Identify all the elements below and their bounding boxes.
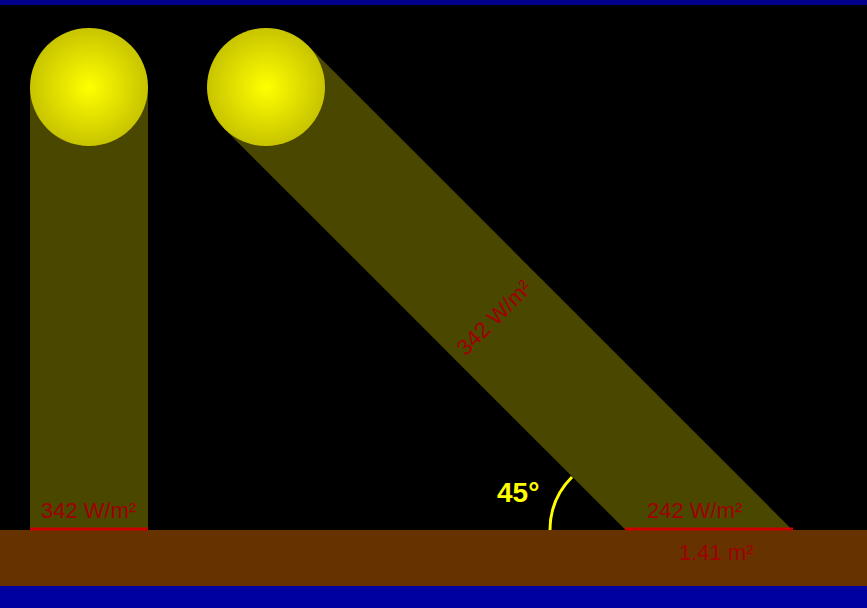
angle-arc bbox=[550, 477, 572, 530]
flux-label: 242 W/m² bbox=[647, 499, 742, 523]
ground-band bbox=[0, 530, 867, 586]
flux-label: 342 W/m² bbox=[41, 499, 136, 523]
vertical-sun-beam bbox=[30, 87, 148, 530]
footprint-line bbox=[625, 528, 793, 531]
sun-low bbox=[207, 28, 325, 146]
sun-overhead bbox=[30, 28, 148, 146]
area-label: 1.41 m² bbox=[679, 541, 754, 565]
footprint-line bbox=[30, 528, 148, 531]
bottom-frame-bar bbox=[0, 586, 867, 608]
angle-label: 45° bbox=[497, 478, 539, 509]
top-frame-bar bbox=[0, 0, 867, 5]
